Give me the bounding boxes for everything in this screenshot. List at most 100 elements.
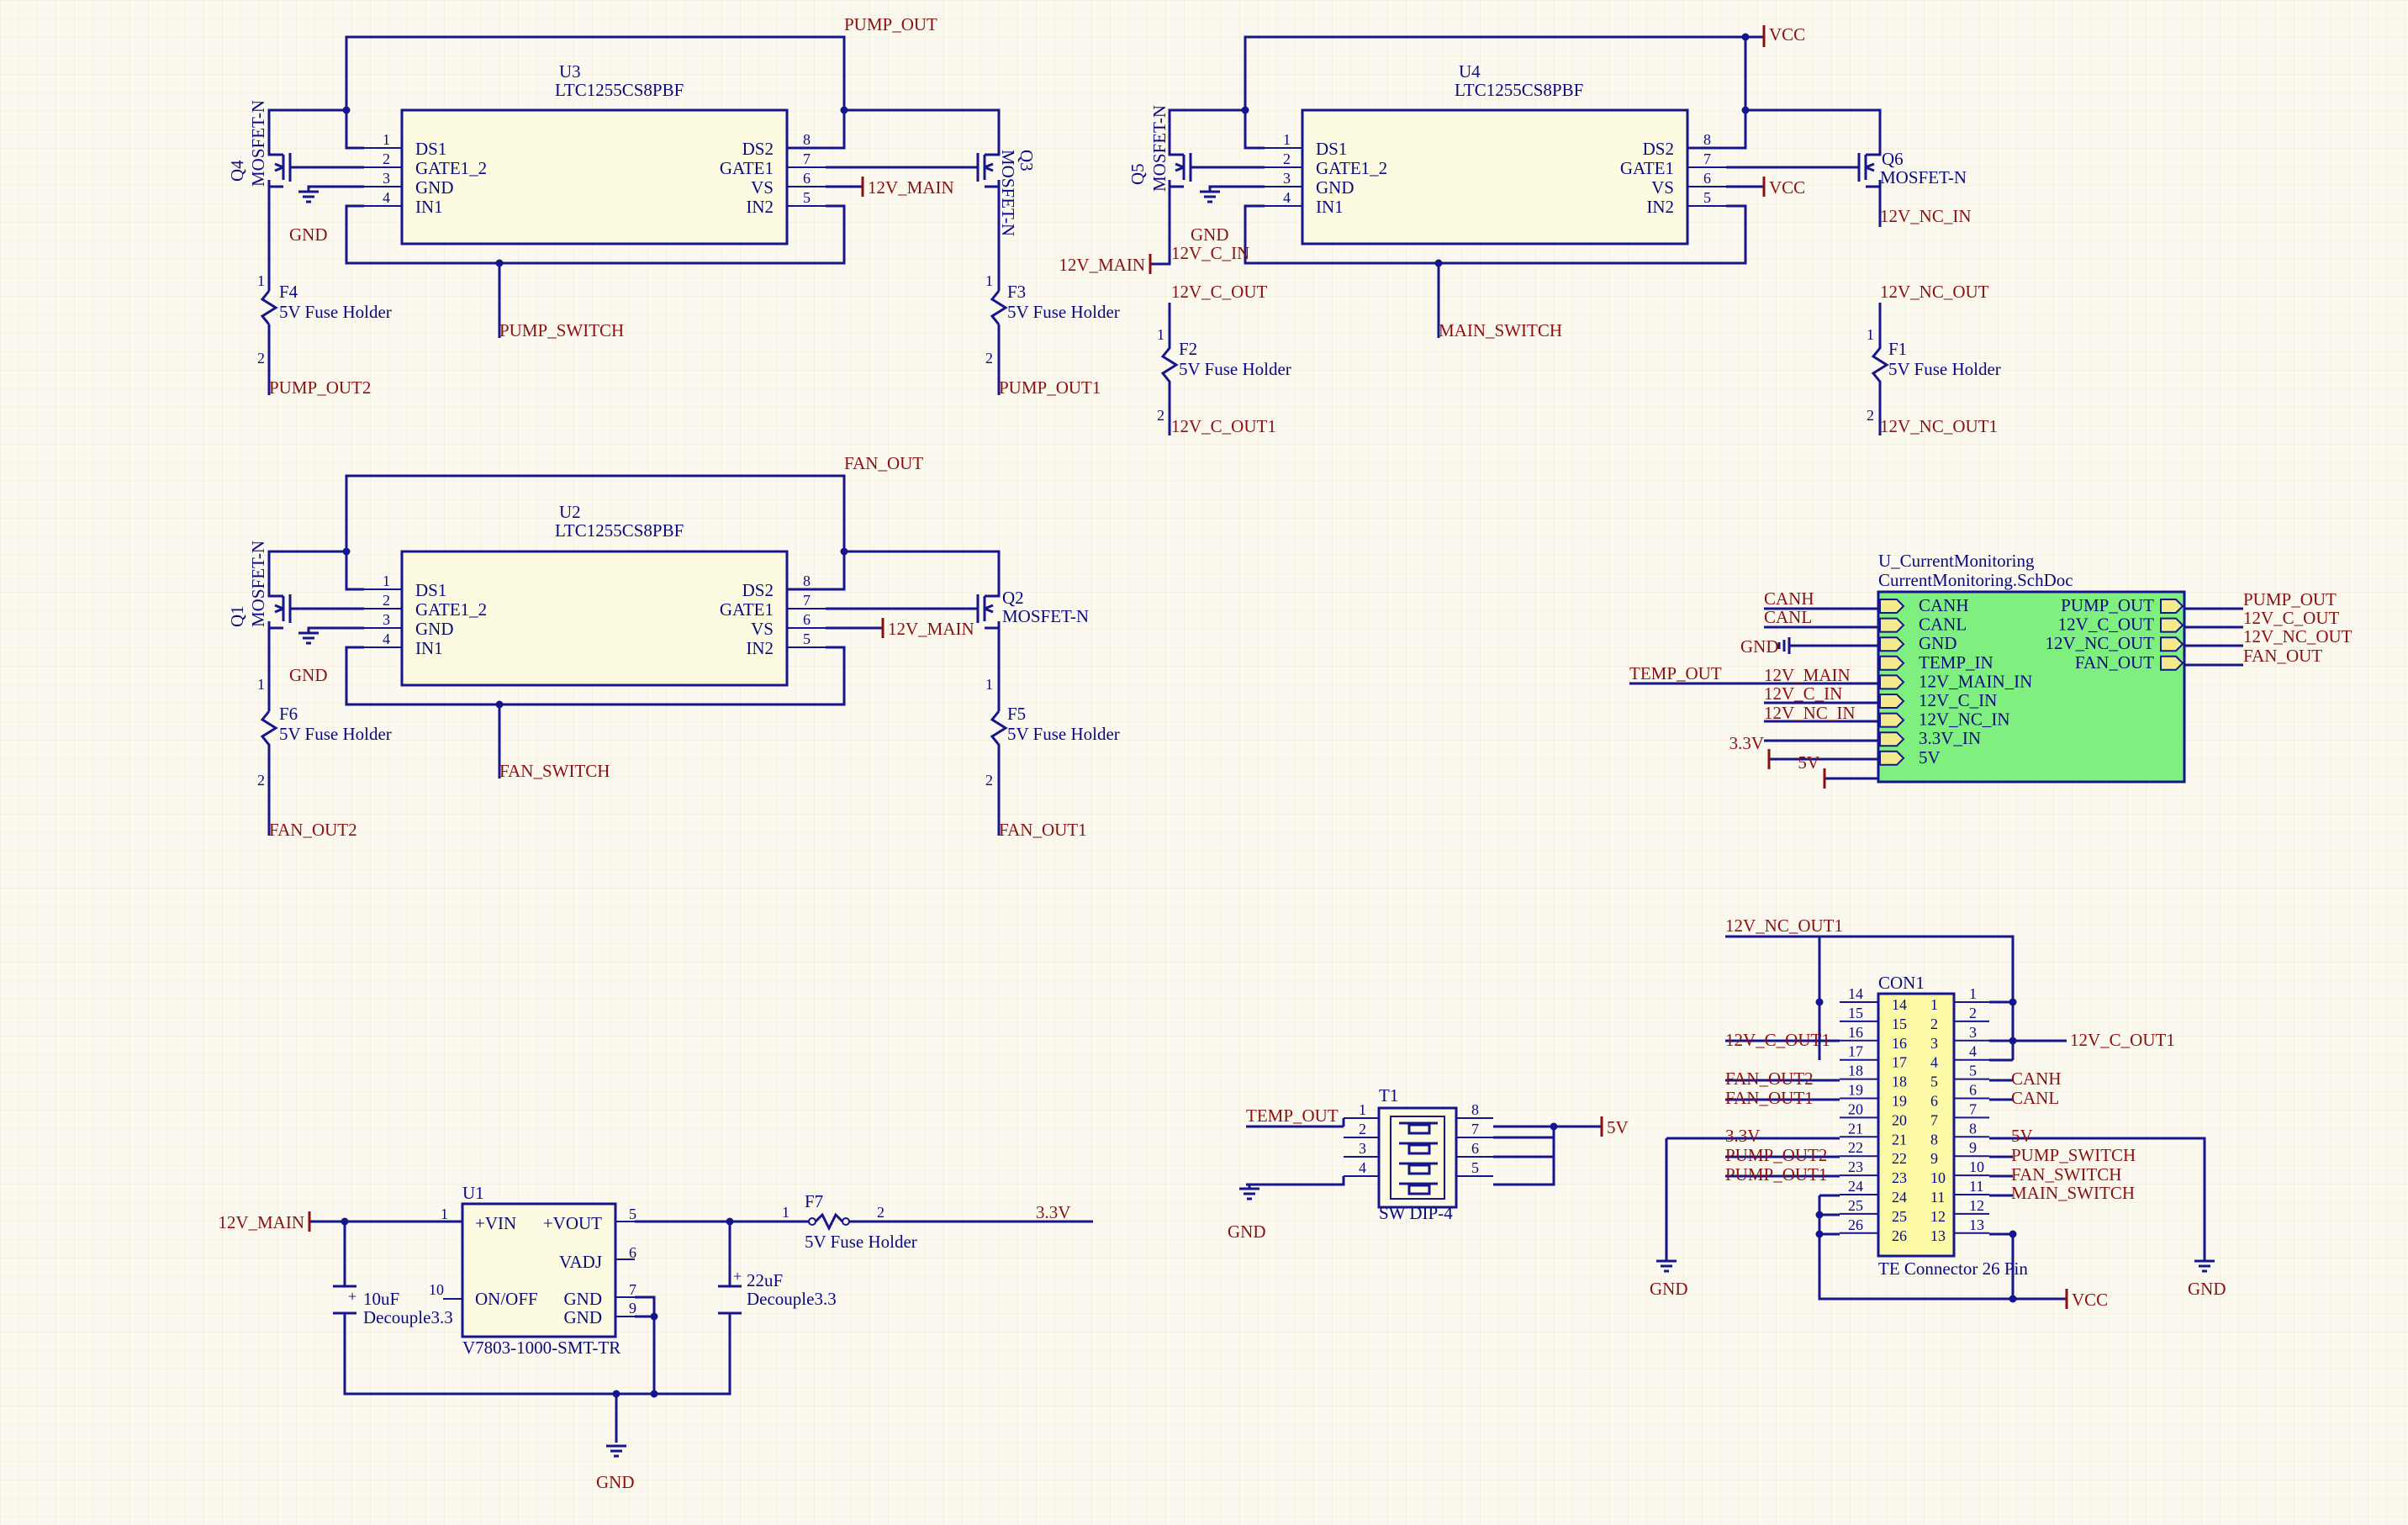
svg-text:VADJ: VADJ — [559, 1252, 602, 1272]
fuse-f3[interactable]: 1 2 F3 5V Fuse Holder PUMP_OUT1 — [985, 272, 1120, 398]
mosfet-q4-ref: Q4 — [227, 160, 247, 182]
svg-text:9: 9 — [629, 1300, 636, 1317]
connector-pin-num: 26 — [1848, 1216, 1863, 1233]
svg-text:1: 1 — [257, 676, 265, 693]
fuse-f6[interactable]: 1 2 F6 5V Fuse Holder FAN_OUT2 — [257, 676, 392, 840]
svg-text:VS: VS — [1651, 177, 1674, 198]
sheet-port-left[interactable] — [1879, 674, 1905, 690]
connector-pin-num: 8 — [1969, 1120, 1977, 1137]
ic-u3-pin-ds2: DS2 — [742, 139, 774, 159]
ic-u3-num-6: 6 — [803, 170, 811, 187]
net-12v-c-out1-con-left: 12V_C_OUT1 — [1725, 1030, 1830, 1050]
svg-text:ON/OFF: ON/OFF — [475, 1289, 538, 1309]
ic-u3-body[interactable] — [400, 108, 789, 245]
svg-text:3: 3 — [1359, 1140, 1366, 1157]
net-gnd-con-right: GND — [2188, 1279, 2226, 1299]
connector-pin-num: 11 — [1969, 1178, 1983, 1195]
mosfet-q4[interactable]: Q4 MOSFET-N — [227, 100, 301, 291]
regulator-u1-body[interactable] — [461, 1202, 617, 1338]
mosfet-q1[interactable]: Q1 MOSFET-N — [227, 541, 301, 711]
sheet-port-left[interactable] — [1879, 655, 1905, 671]
sheet-port-label: PUMP_OUT — [2061, 595, 2154, 615]
svg-text:GATE1: GATE1 — [720, 599, 774, 620]
ic-u4-ref: U4 — [1459, 61, 1481, 82]
connector-pin-num: 18 — [1848, 1063, 1863, 1079]
connector-body[interactable] — [1877, 992, 1956, 1258]
svg-text:10uF: 10uF — [363, 1289, 399, 1309]
sheet-port-label: 3.3V_IN — [1919, 728, 1981, 748]
sheet-port-right[interactable] — [2160, 599, 2184, 614]
connector-pin-num: 2 — [1969, 1005, 1977, 1021]
sheet-port-left[interactable] — [1879, 731, 1905, 747]
sheet-port-left[interactable] — [1879, 750, 1905, 766]
svg-text:8: 8 — [1471, 1101, 1479, 1118]
mosfet-q3[interactable]: Q3 MOSFET-N — [958, 148, 1037, 291]
svg-text:5V Fuse Holder: 5V Fuse Holder — [1888, 359, 2001, 379]
net-pump-out-label: PUMP_OUT — [844, 14, 937, 34]
svg-text:1: 1 — [441, 1206, 448, 1222]
connector-pin-inner: 19 — [1892, 1093, 1907, 1110]
fuse-f7[interactable]: 1 2 F7 5V Fuse Holder — [782, 1191, 917, 1252]
mosfet-q2-ref: Q2 — [1002, 588, 1024, 608]
svg-text:5V Fuse Holder: 5V Fuse Holder — [805, 1232, 917, 1252]
connector-pin-num: 12 — [1969, 1197, 1984, 1214]
sheet-port-left[interactable] — [1879, 636, 1905, 652]
net-fan-out2-con: FAN_OUT2 — [1725, 1069, 1814, 1089]
ic-u3-block: U3 LTC1255CS8PBF DS1 GATE1_2 GND IN1 DS2… — [267, 14, 1001, 340]
svg-text:F7: F7 — [805, 1191, 823, 1211]
ic-u2-body[interactable] — [400, 550, 789, 687]
mosfet-q2[interactable]: Q2 MOSFET-N — [958, 588, 1089, 711]
sheet-port-right[interactable] — [2160, 655, 2184, 671]
svg-text:10: 10 — [429, 1281, 444, 1298]
capacitor-c2[interactable]: + 22uF Decouple3.3 — [718, 1268, 837, 1315]
connector-pin-inner: 17 — [1892, 1054, 1907, 1071]
svg-text:DS2: DS2 — [1643, 139, 1674, 159]
ic-u3-num-2: 2 — [383, 150, 390, 167]
net-pump-switch-con: PUMP_SWITCH — [2011, 1145, 2136, 1165]
sheet-port-left[interactable] — [1879, 617, 1905, 633]
fuse-f1[interactable]: 12V_NC_OUT 1 2 F1 5V Fuse Holder 12V_NC_… — [1867, 282, 2001, 436]
connector-pin-inner: 18 — [1892, 1074, 1907, 1090]
svg-text:5: 5 — [1703, 189, 1711, 206]
capacitor-c1[interactable]: + 10uF Decouple3.3 — [333, 1285, 453, 1327]
sheet-port-right[interactable] — [2160, 617, 2184, 633]
svg-text:+: + — [733, 1268, 742, 1285]
ic-u4-body[interactable] — [1301, 108, 1689, 245]
net-5v-sheet: 5V — [1798, 752, 1819, 773]
fuse-f4[interactable]: 1 2 F4 5V Fuse Holder PUMP_OUT2 — [257, 272, 392, 398]
net-fan-out-label: FAN_OUT — [844, 453, 923, 473]
svg-text:6: 6 — [629, 1244, 636, 1261]
ic-u3-pin-vs: VS — [751, 177, 774, 198]
mosfet-q6-ref: Q6 — [1882, 149, 1904, 169]
svg-text:1: 1 — [1359, 1101, 1366, 1118]
connector-pin-inner: 7 — [1930, 1111, 1938, 1128]
svg-text:IN2: IN2 — [1646, 197, 1674, 217]
svg-text:2: 2 — [257, 350, 265, 367]
svg-text:1: 1 — [782, 1204, 789, 1221]
sheet-port-left[interactable] — [1879, 599, 1905, 614]
fuse-f5[interactable]: 1 2 F5 5V Fuse Holder FAN_OUT1 — [985, 676, 1120, 840]
sheet-current-monitoring[interactable]: U_CurrentMonitoring CurrentMonitoring.Sc… — [1629, 551, 2353, 789]
ic-u3-num-1: 1 — [383, 131, 390, 148]
net-main-switch-con: MAIN_SWITCH — [2011, 1183, 2135, 1203]
svg-text:+VOUT: +VOUT — [543, 1213, 602, 1233]
net-gnd-u1: GND — [596, 1472, 635, 1492]
sheet-port-left[interactable] — [1879, 694, 1905, 709]
sheet-port-right[interactable] — [2160, 636, 2184, 652]
connector-pin-inner: 24 — [1892, 1189, 1907, 1206]
sheet-port-label: GND — [1919, 633, 1957, 653]
net-12v-nc-in-q6: 12V_NC_IN — [1880, 206, 1972, 226]
connector-pin-num: 13 — [1969, 1216, 1984, 1233]
connector-pin-inner: 1 — [1930, 996, 1938, 1013]
svg-text:IN1: IN1 — [415, 638, 443, 658]
svg-text:GND: GND — [289, 665, 328, 685]
mosfet-q5[interactable]: Q5 MOSFET-N — [1127, 105, 1200, 266]
ground-u4: GND — [1191, 190, 1229, 245]
fuse-f2[interactable]: 12V_C_OUT 1 2 F2 5V Fuse Holder 12V_C_OU… — [1157, 282, 1291, 436]
net-12v-main-sheet: 12V_MAIN — [1764, 665, 1851, 685]
net-pump-out2-label: PUMP_OUT2 — [269, 377, 371, 398]
svg-text:8: 8 — [1703, 131, 1711, 148]
mosfet-q6[interactable]: Q6 MOSFET-N 12V_NC_IN — [1857, 148, 1972, 227]
sheet-body[interactable] — [1877, 590, 2186, 784]
sheet-port-left[interactable] — [1879, 712, 1905, 728]
